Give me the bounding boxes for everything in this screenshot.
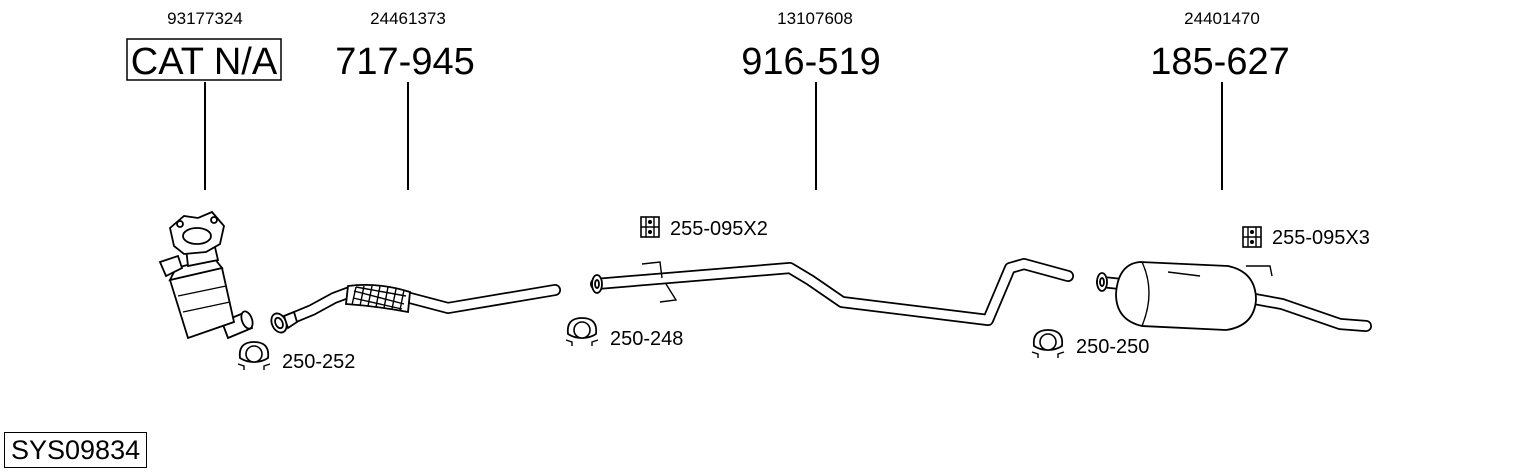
accessory-clamp-250-250[interactable]: 250-250: [1031, 329, 1149, 358]
clamp-icon: [565, 317, 599, 346]
accessory-label-255-095x2: 255-095X2: [670, 218, 768, 240]
rubber-mount-icon: [640, 216, 660, 238]
accessory-label-250-248: 250-248: [610, 328, 683, 350]
accessory-clamp-250-252[interactable]: 250-252: [237, 341, 355, 373]
part-group-middle-pipe[interactable]: 13107608 916-519: [590, 9, 1074, 326]
accessory-label-255-095x3: 255-095X3: [1272, 227, 1370, 249]
system-code-label: SYS09834: [4, 432, 148, 468]
part-number-middle-pipe: 916-519: [741, 41, 880, 83]
part-number-front-pipe: 717-945: [335, 41, 474, 83]
clamp-icon: [1031, 329, 1065, 358]
oem-number-front-pipe: 24461373: [370, 9, 446, 28]
oem-number-rear-silencer: 24401470: [1184, 9, 1260, 28]
part-group-catalyst[interactable]: 93177324 CAT N/A: [126, 9, 282, 340]
part-group-rear-silencer[interactable]: 24401470 185-627: [1096, 9, 1372, 332]
middle-pipe-drawing: [590, 258, 1074, 326]
accessory-mount-255-095x3[interactable]: 255-095X3: [1242, 226, 1370, 249]
oem-number-middle-pipe: 13107608: [777, 9, 853, 28]
catalyst-drawing: [158, 210, 254, 340]
accessory-clamp-250-248[interactable]: 250-248: [565, 317, 683, 350]
rubber-mount-icon: [1242, 226, 1262, 248]
part-number-catalyst: CAT N/A: [131, 41, 278, 83]
accessory-label-250-252: 250-252: [282, 351, 355, 373]
part-group-front-pipe[interactable]: 24461373 717-945: [268, 9, 561, 335]
part-number-box-catalyst: [126, 38, 282, 81]
rear-silencer-drawing: [1096, 261, 1372, 332]
accessory-label-250-250: 250-250: [1076, 336, 1149, 358]
front-pipe-drawing: [270, 283, 561, 334]
oem-number-catalyst: 93177324: [167, 9, 243, 28]
part-number-rear-silencer: 185-627: [1150, 41, 1289, 83]
accessory-mount-255-095x2[interactable]: 255-095X2: [640, 216, 768, 240]
clamp-icon: [237, 341, 271, 370]
